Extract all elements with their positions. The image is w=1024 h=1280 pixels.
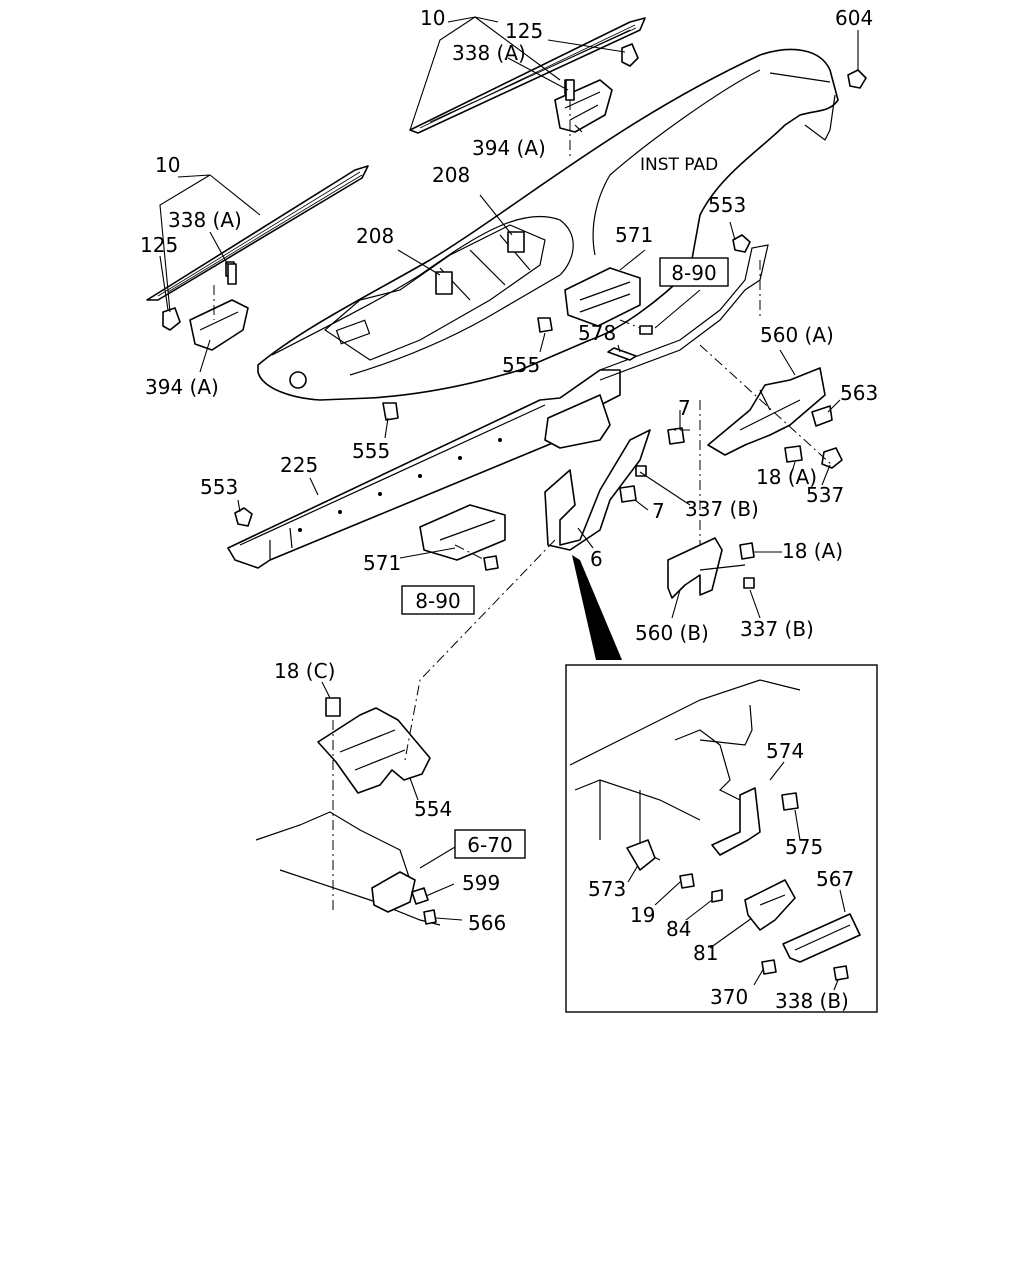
label-555: 555 — [352, 439, 390, 463]
assembly-lines — [213, 100, 833, 910]
bracket-560b — [667, 537, 746, 599]
label-370: 370 — [710, 985, 748, 1009]
label-599: 599 — [462, 871, 500, 895]
fasteners — [227, 79, 843, 925]
module-571-top — [564, 267, 641, 327]
label-394a: 394 (A) — [145, 375, 219, 399]
part-labels: 10 125 338 (A) 604 394 (A) INST PAD 10 3… — [140, 6, 878, 1013]
label-84: 84 — [666, 917, 691, 941]
label-571: 571 — [615, 223, 653, 247]
label-125: 125 — [140, 233, 178, 257]
defroster-grille-left — [146, 165, 369, 301]
label-338b: 338 (B) — [775, 989, 849, 1013]
label-10: 10 — [155, 153, 180, 177]
label-560b: 560 (B) — [635, 621, 709, 645]
label-6: 6 — [590, 547, 603, 571]
label-553: 553 — [708, 193, 746, 217]
label-inst-pad: INST PAD — [640, 155, 718, 175]
label-7: 7 — [678, 396, 691, 420]
label-19: 19 — [630, 903, 655, 927]
detail-pointer — [572, 555, 622, 660]
label-208: 208 — [356, 224, 394, 248]
label-10: 10 — [420, 6, 445, 30]
defroster-grille-top — [409, 17, 646, 134]
bracket-578 — [607, 347, 637, 361]
bracket-554 — [317, 707, 431, 794]
lower-panel — [255, 811, 441, 926]
label-125: 125 — [505, 19, 543, 43]
label-604: 604 — [835, 6, 873, 30]
label-537: 537 — [806, 483, 844, 507]
label-208: 208 — [432, 163, 470, 187]
label-554: 554 — [414, 797, 452, 821]
reinforcement-225 — [227, 369, 621, 569]
bracket-208-left — [435, 271, 453, 295]
ref-label: 8-90 — [671, 261, 716, 285]
label-225: 225 — [280, 453, 318, 477]
inst-pad — [257, 48, 839, 401]
label-573: 573 — [588, 877, 626, 901]
ref-box-8-90-top[interactable]: 8-90 — [659, 257, 729, 287]
label-575: 575 — [785, 835, 823, 859]
label-555: 555 — [502, 353, 540, 377]
label-563: 563 — [840, 381, 878, 405]
bracket-208-right — [507, 231, 525, 253]
label-338a: 338 (A) — [168, 208, 242, 232]
nut-604 — [847, 69, 867, 89]
bracket-560a — [599, 244, 826, 456]
label-578: 578 — [578, 321, 616, 345]
label-337b: 337 (B) — [740, 617, 814, 641]
label-394a: 394 (A) — [472, 136, 546, 160]
label-338a: 338 (A) — [452, 41, 526, 65]
ref-label: 8-90 — [415, 589, 460, 613]
label-18a: 18 (A) — [782, 539, 843, 563]
ref-box-6-70[interactable]: 6-70 — [454, 829, 526, 859]
label-18a: 18 (A) — [756, 465, 817, 489]
ref-label: 6-70 — [467, 833, 512, 857]
label-566: 566 — [468, 911, 506, 935]
label-18c: 18 (C) — [274, 659, 335, 683]
label-81: 81 — [693, 941, 718, 965]
label-7: 7 — [652, 499, 665, 523]
clip-125-top — [621, 43, 639, 67]
module-571-bottom — [419, 504, 506, 561]
clip-125-left — [162, 307, 181, 331]
label-337b: 337 (B) — [685, 497, 759, 521]
detail-view — [565, 664, 878, 1013]
label-553: 553 — [200, 475, 238, 499]
ref-box-8-90-bottom[interactable]: 8-90 — [401, 585, 475, 615]
center-stay-6 — [544, 394, 651, 551]
label-560a: 560 (A) — [760, 323, 834, 347]
label-567: 567 — [816, 867, 854, 891]
label-571: 571 — [363, 551, 401, 575]
label-574: 574 — [766, 739, 804, 763]
